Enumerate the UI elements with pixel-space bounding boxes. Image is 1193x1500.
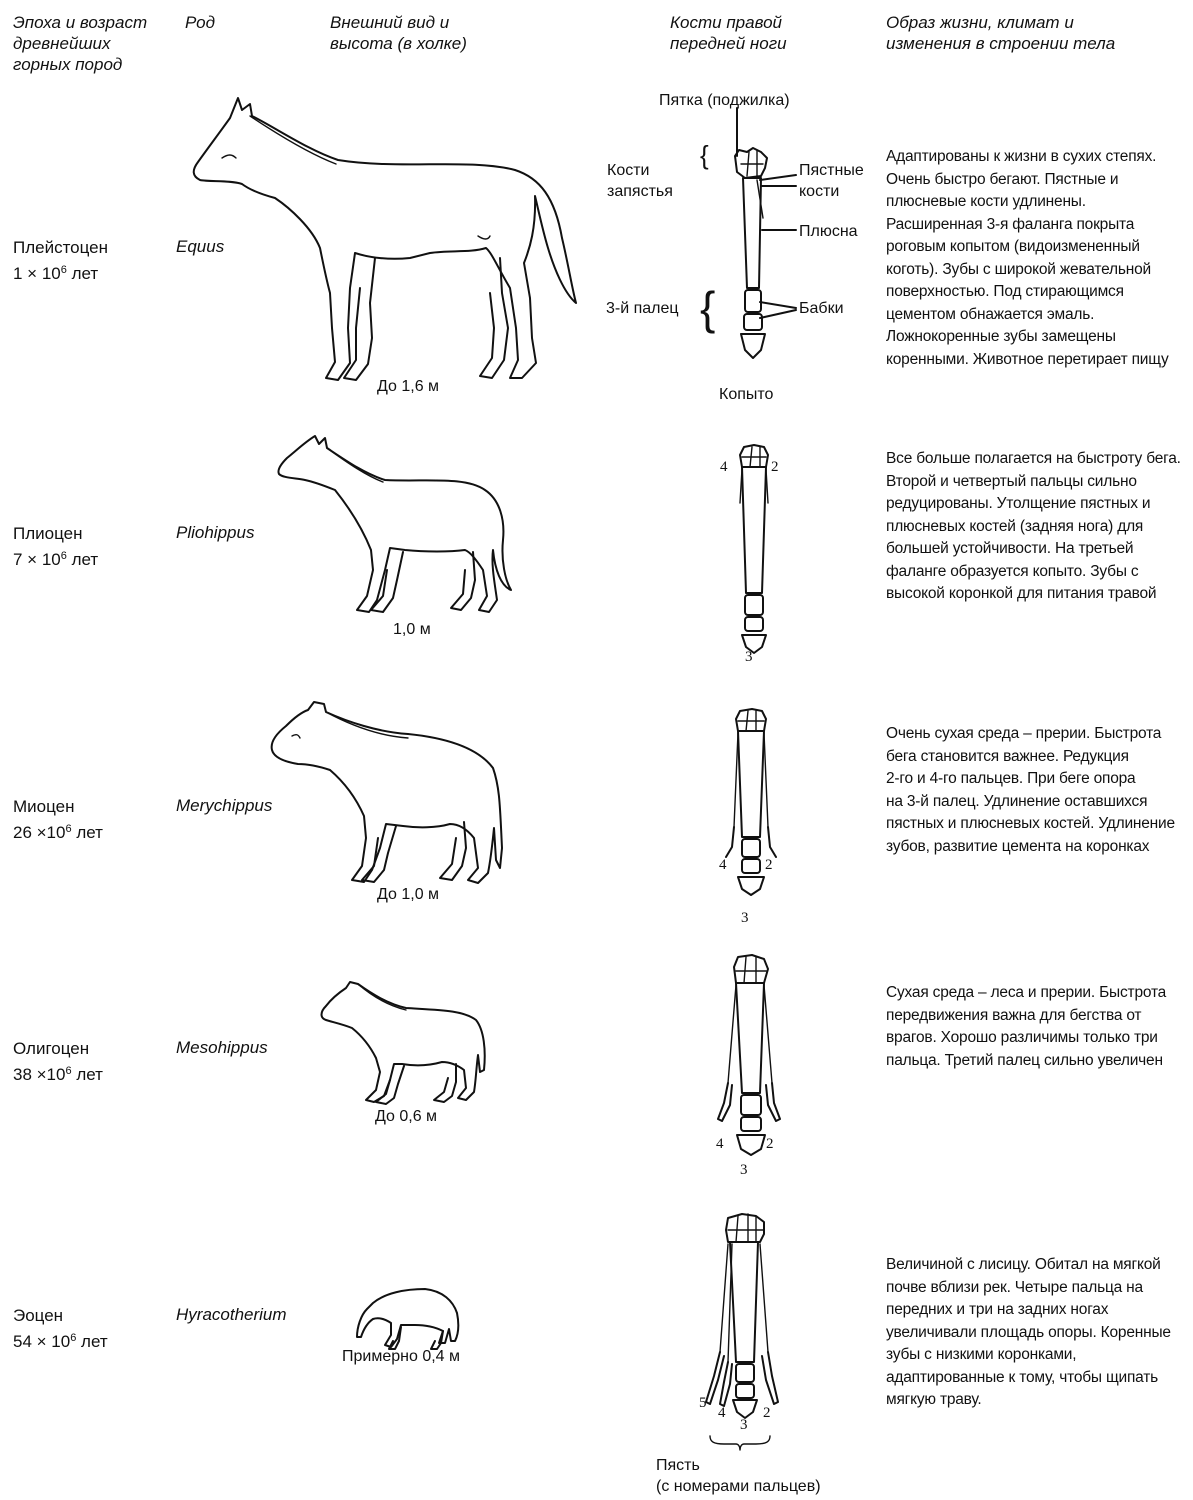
horse-illustration	[275, 430, 515, 620]
digit-number-3: 3	[740, 1417, 748, 1434]
digit-number-2: 2	[771, 459, 779, 476]
lifestyle-description: Все больше полагается на быстроту бега. …	[886, 448, 1181, 606]
genus-name: Hyracotherium	[176, 1305, 287, 1325]
digit-number-3: 3	[740, 1162, 748, 1179]
digit-number-2: 2	[766, 1136, 774, 1153]
digit-number-4: 4	[716, 1136, 724, 1153]
brace-metacarpus	[708, 1434, 772, 1454]
digit-number-2: 2	[765, 857, 773, 874]
epoch-label: Плиоцен 7 × 106 лет	[13, 523, 98, 571]
horse-illustration	[318, 980, 488, 1110]
digit-number-3: 3	[741, 910, 749, 927]
lifestyle-description: Адаптированы к жизни в сухих степях. Оче…	[886, 146, 1169, 371]
digit-number-4: 4	[719, 857, 727, 874]
height-label: До 0,6 м	[375, 1108, 437, 1126]
digit-number-5: 5	[699, 1395, 707, 1412]
lifestyle-description: Очень сухая среда – прерии. Быстрота бег…	[886, 723, 1175, 858]
leg-bones-diagram	[714, 953, 784, 1163]
height-label: Примерно 0,4 м	[342, 1348, 460, 1366]
epoch-label: Олигоцен 38 ×106 лет	[13, 1038, 103, 1086]
leg-bones-diagram	[700, 1212, 790, 1432]
genus-name: Merychippus	[176, 796, 272, 816]
digit-number-2: 2	[763, 1405, 771, 1422]
digit-number-4: 4	[718, 1405, 726, 1422]
lifestyle-description: Сухая среда – леса и прерии. Быстрота пе…	[886, 982, 1166, 1072]
epoch-label: Миоцен 26 ×106 лет	[13, 796, 103, 844]
digit-number-4: 4	[720, 459, 728, 476]
genus-name: Mesohippus	[176, 1038, 268, 1058]
digit-number-3: 3	[745, 649, 753, 666]
leg-bones-diagram	[722, 707, 782, 917]
epoch-label: Эоцен 54 × 106 лет	[13, 1305, 108, 1353]
lifestyle-description: Величиной с лисицу. Обитал на мягкой поч…	[886, 1254, 1171, 1412]
genus-name: Pliohippus	[176, 523, 254, 543]
height-label: 1,0 м	[393, 621, 431, 639]
horse-illustration	[355, 1283, 465, 1353]
horse-illustration	[268, 698, 508, 888]
height-label: До 1,0 м	[377, 886, 439, 904]
bone-label-metacarpus: Пясть (с номерами пальцев)	[656, 1455, 821, 1497]
leg-bones-diagram	[734, 443, 774, 653]
